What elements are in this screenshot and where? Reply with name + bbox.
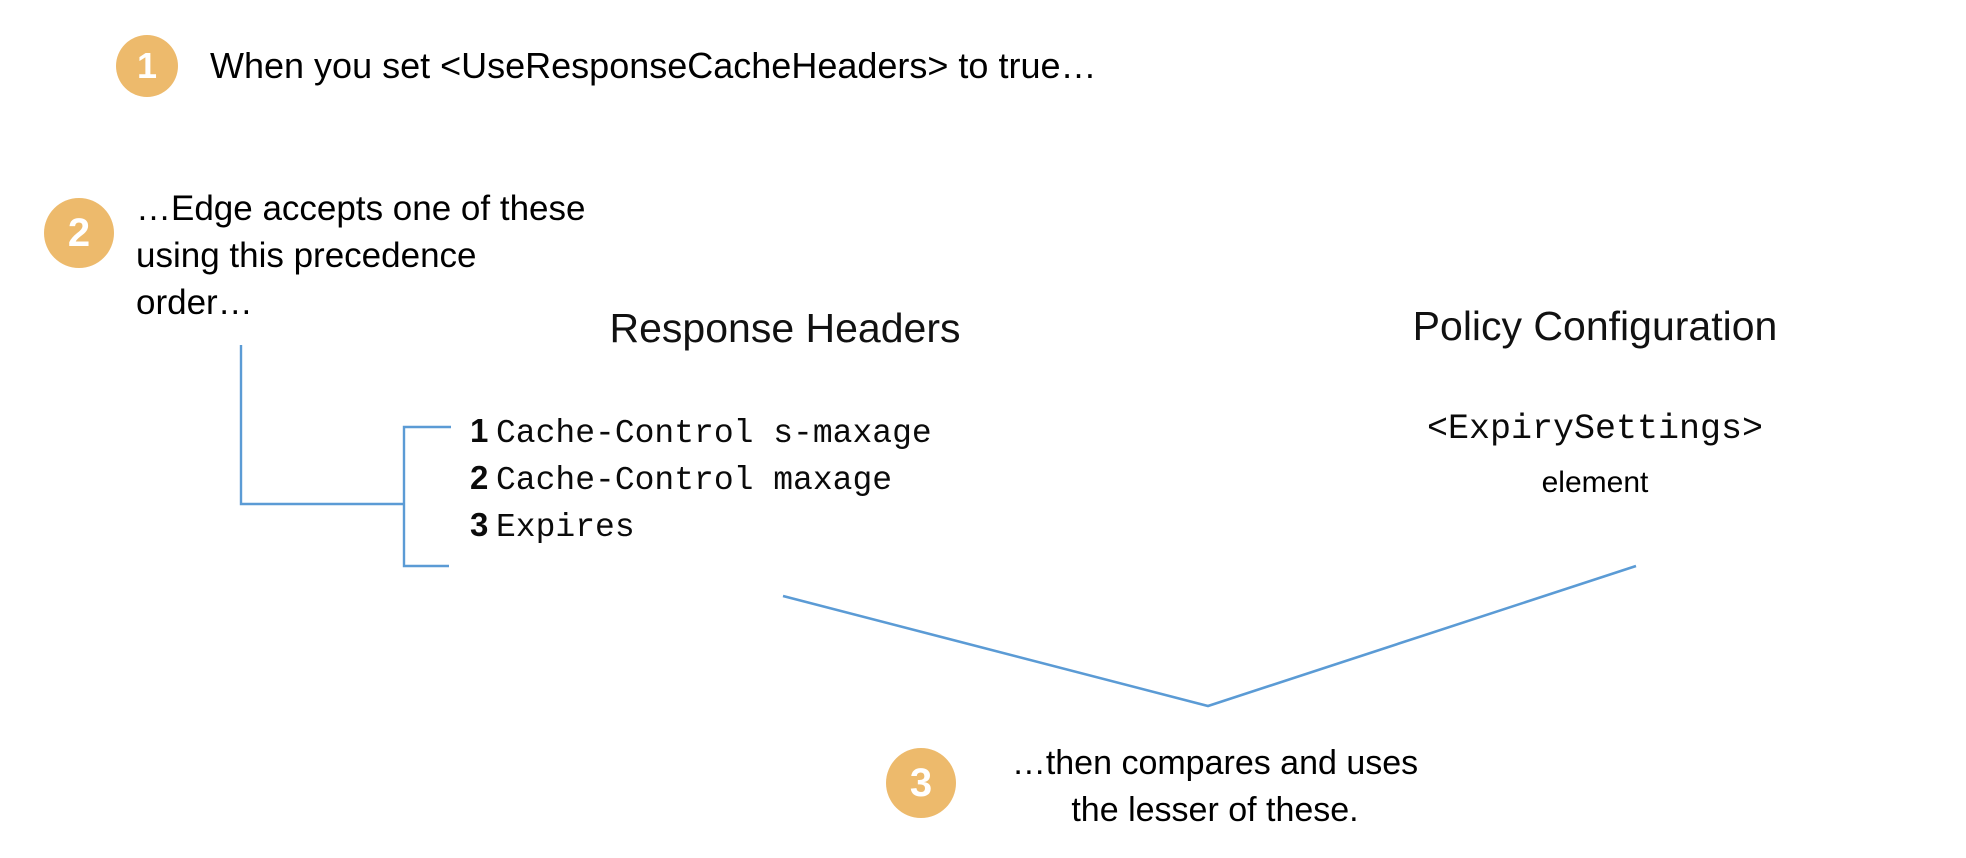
precedence-header-name: Cache-Control maxage bbox=[496, 462, 893, 499]
precedence-list-item: 3 Expires bbox=[470, 506, 932, 553]
precedence-header-name: Expires bbox=[496, 509, 635, 546]
step-2-caption: …Edge accepts one of these using this pr… bbox=[136, 189, 586, 322]
step-1-caption: When you set <UseResponseCacheHeaders> t… bbox=[210, 45, 1097, 86]
policy-configuration-heading: Policy Configuration bbox=[1412, 303, 1778, 349]
step2-elbow-connector bbox=[239, 345, 404, 506]
step-3-badge: 3 bbox=[886, 748, 956, 818]
precedence-rank: 1 bbox=[470, 412, 489, 449]
comparison-v-connector bbox=[782, 564, 1637, 708]
precedence-list: 1 Cache-Control s-maxage 2 Cache-Control… bbox=[470, 412, 932, 553]
precedence-rank: 2 bbox=[470, 459, 489, 496]
precedence-header-name: Cache-Control s-maxage bbox=[496, 415, 932, 452]
step-1-badge-number: 1 bbox=[136, 45, 158, 86]
precedence-list-item: 2 Cache-Control maxage bbox=[470, 459, 932, 506]
expiry-settings-element-suffix: element bbox=[1541, 466, 1649, 499]
precedence-bracket bbox=[402, 425, 451, 568]
step-2-badge: 2 bbox=[44, 198, 114, 268]
response-headers-heading: Response Headers bbox=[609, 305, 961, 351]
step-1-badge: 1 bbox=[116, 35, 178, 97]
step-3-badge-number: 3 bbox=[909, 761, 933, 805]
expiry-settings-element: <ExpirySettings> bbox=[1426, 409, 1764, 449]
precedence-list-item: 1 Cache-Control s-maxage bbox=[470, 412, 932, 459]
step-2-badge-number: 2 bbox=[67, 211, 91, 255]
precedence-rank: 3 bbox=[470, 506, 489, 543]
step-3-caption: …then compares and uses the lesser of th… bbox=[1011, 744, 1419, 829]
